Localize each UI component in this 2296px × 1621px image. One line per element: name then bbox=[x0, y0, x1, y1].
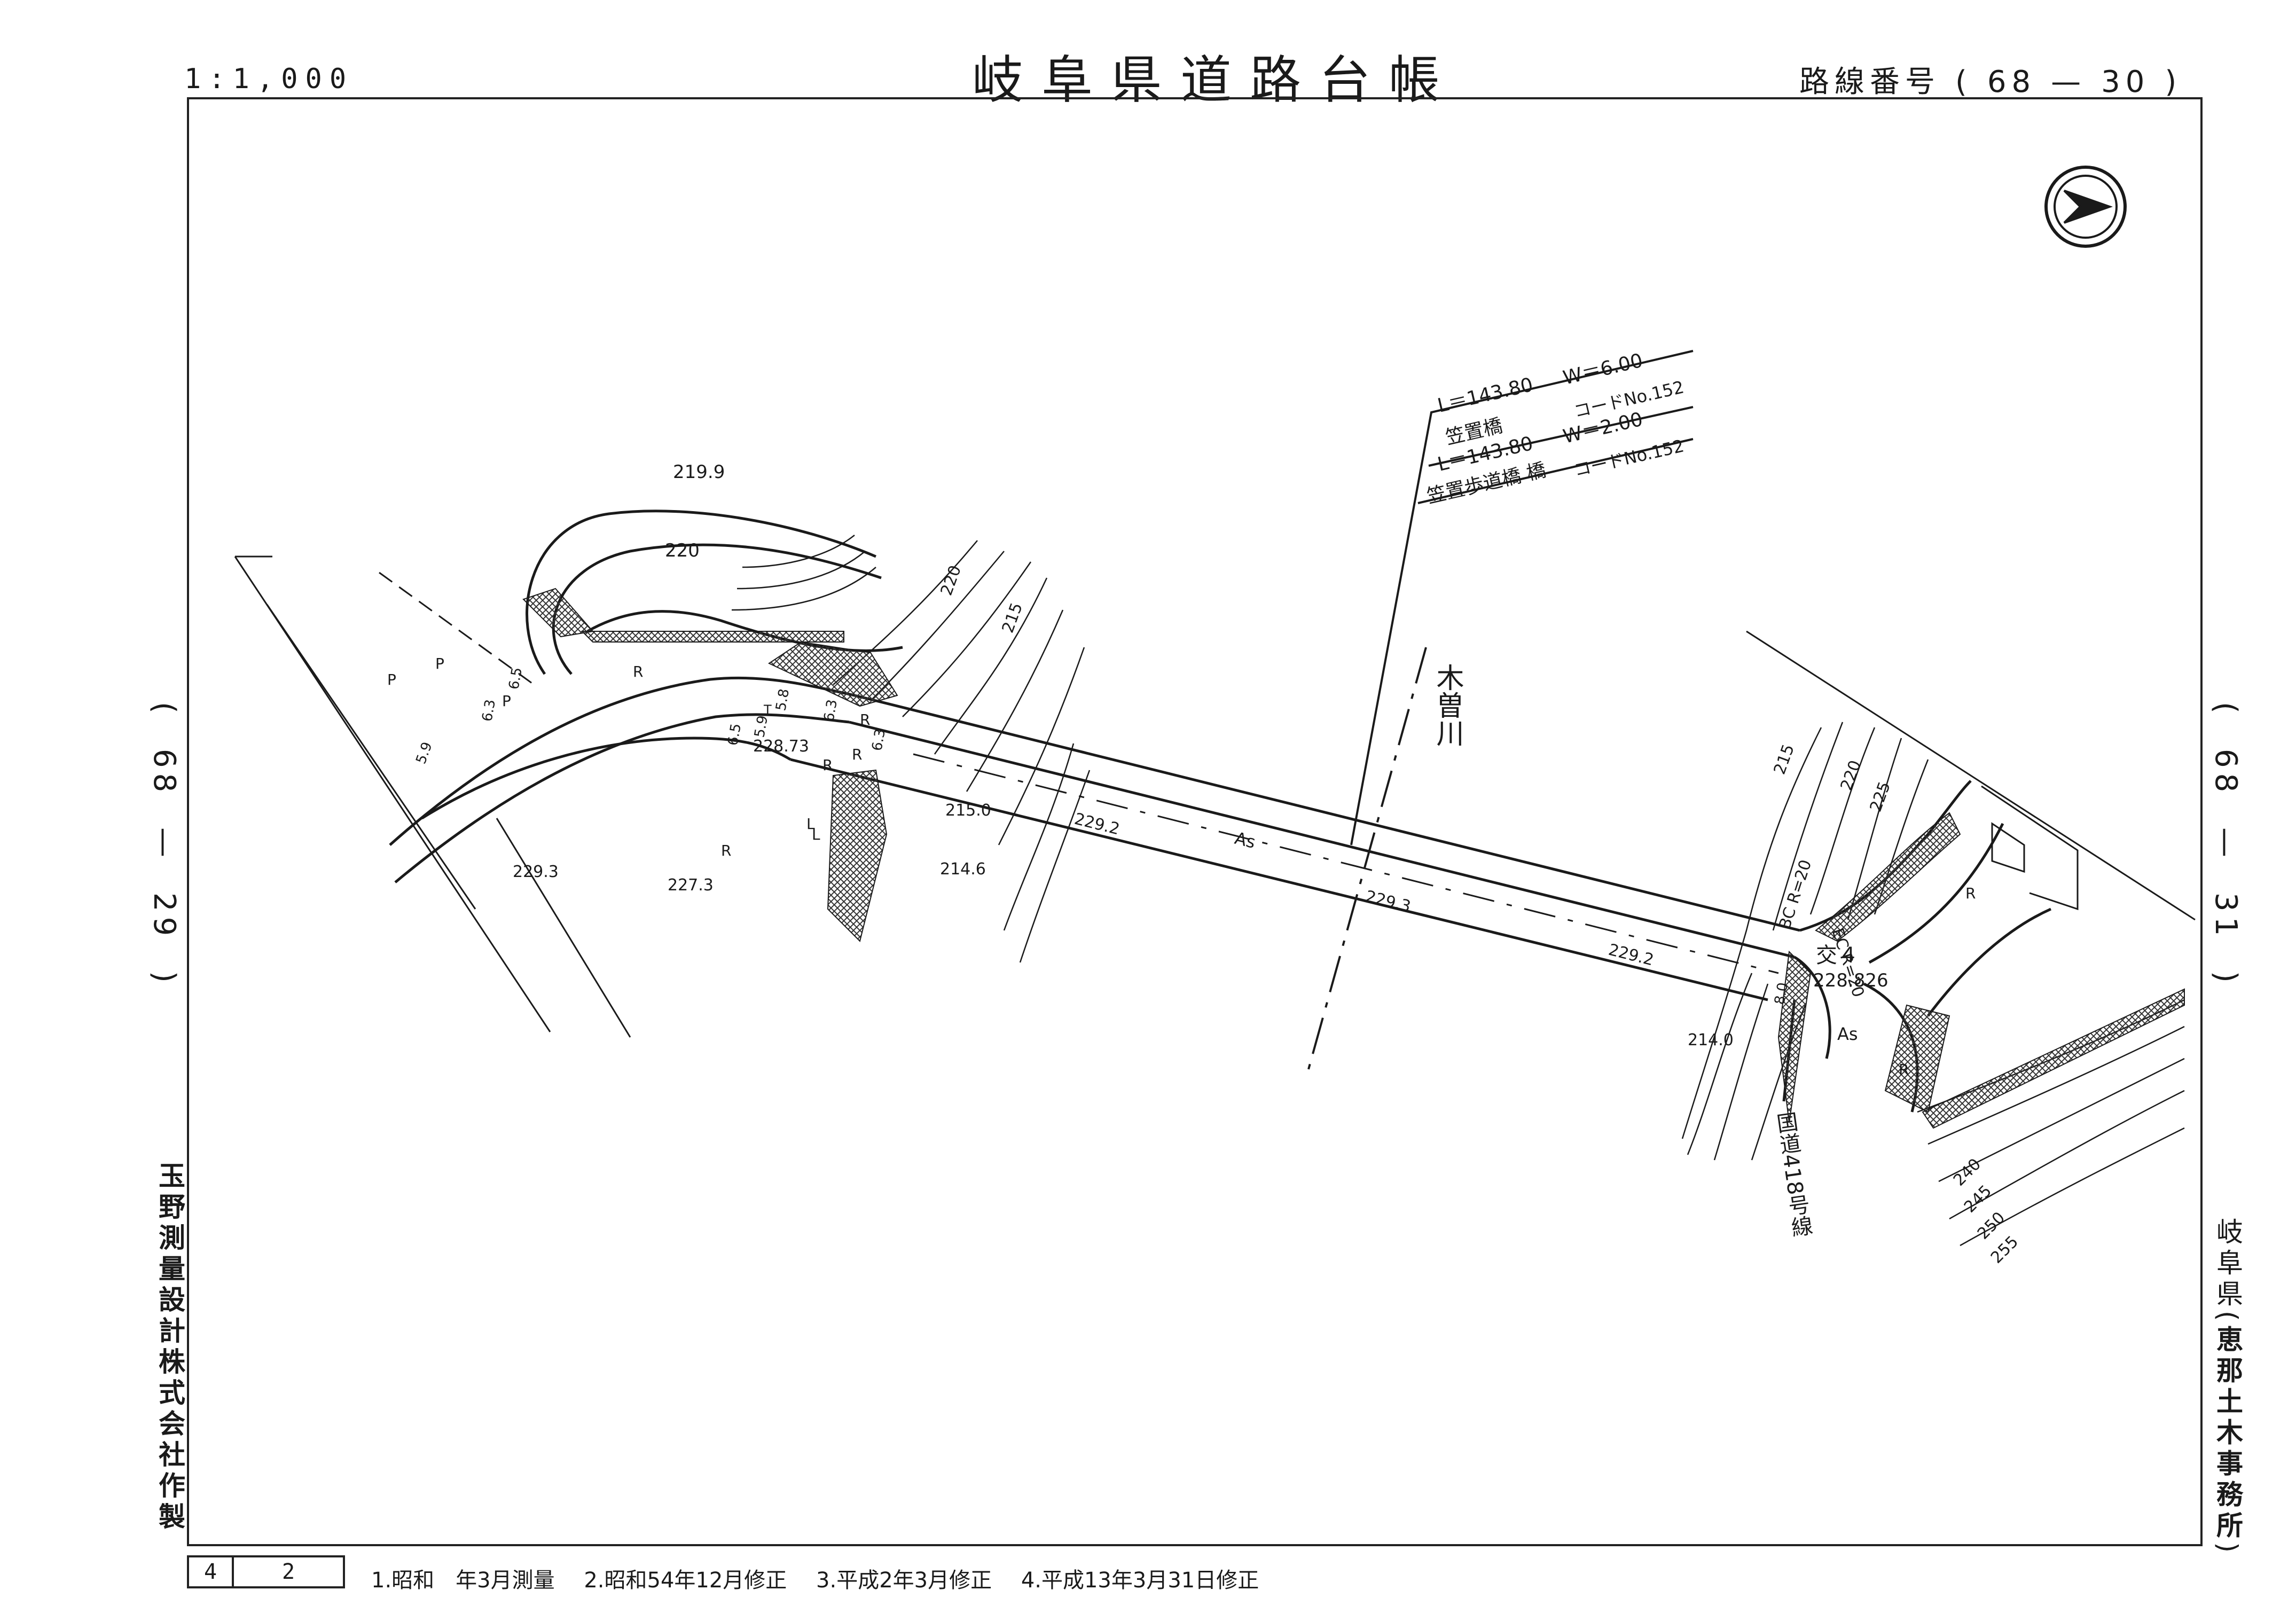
route-open: ( bbox=[1955, 65, 1972, 99]
width-6: 8.0 bbox=[1772, 981, 1791, 1006]
road-mark-4: R bbox=[860, 711, 870, 729]
road-mark-3: R bbox=[633, 663, 643, 680]
road-mark-8: L bbox=[806, 815, 815, 833]
sheet-number: 4 bbox=[189, 1557, 234, 1586]
adj-left-major: 68 bbox=[147, 748, 182, 797]
road-map: L＝143.80 W＝6.00 笠置橋 コードNo.152 L＝143.80 W… bbox=[234, 166, 2196, 1267]
road-mark-11: R bbox=[1899, 1061, 1909, 1078]
left-roads bbox=[389, 510, 903, 883]
intersection-elevation: 228.826 bbox=[1813, 970, 1888, 991]
adj-right-open: ( bbox=[2208, 702, 2243, 719]
revision-history: 1.昭和 年3月測量 2.昭和54年12月修正 3.平成2年3月修正 4.平成1… bbox=[371, 1563, 1281, 1594]
contour-right-1: 220 bbox=[1837, 758, 1865, 793]
curve-bc: BC R=20 bbox=[1775, 858, 1815, 932]
road-mark-7: R bbox=[721, 842, 731, 859]
road-mark-1: P bbox=[435, 655, 444, 672]
road-mark-5: R bbox=[852, 746, 862, 763]
sheet-sub-number: 2 bbox=[281, 1560, 295, 1584]
right-boundaries bbox=[1746, 630, 2196, 921]
elev-3: 215.0 bbox=[945, 801, 991, 820]
width-8: 6.5 bbox=[506, 666, 526, 691]
maker-credit: 玉野測量設計株式会社作製 bbox=[154, 1162, 185, 1533]
width-4: 6.5 bbox=[725, 722, 745, 747]
surface-intersection: As bbox=[1837, 1024, 1858, 1044]
surface-bridge: As bbox=[1233, 828, 1258, 852]
elev-10: 214.0 bbox=[1688, 1031, 1734, 1050]
bridge1-length: L＝143.80 bbox=[1436, 374, 1535, 417]
contour-left-1: 215 bbox=[999, 600, 1026, 636]
road-mark-0: P bbox=[387, 671, 396, 688]
adj-right-major: 68 bbox=[2208, 748, 2243, 797]
road-mark-6: R bbox=[822, 756, 833, 774]
elev-2: 228.73 bbox=[753, 737, 809, 756]
office-close: ) bbox=[2212, 1542, 2243, 1557]
contour-right-0: 215 bbox=[1770, 742, 1798, 777]
revision-2: 2.昭和54年12月修正 bbox=[584, 1568, 787, 1593]
route-number: 路線番号 (68 — 30) bbox=[1792, 58, 2189, 101]
route-close: ) bbox=[2165, 65, 2182, 99]
width-7: 6.3 bbox=[479, 698, 499, 723]
right-embankments bbox=[1777, 812, 2185, 1129]
bridge-deck bbox=[790, 694, 1800, 1001]
bridge-leader bbox=[1350, 350, 1694, 845]
road-mark-10: R bbox=[1965, 884, 1976, 902]
river-centerline bbox=[1307, 647, 1427, 1070]
width-0: 5.9 bbox=[413, 740, 435, 766]
route-dash: — bbox=[2051, 65, 2087, 99]
adj-right-minor: 31 bbox=[2208, 892, 2243, 941]
revision-4: 4.平成13年3月31日修正 bbox=[1021, 1568, 1259, 1593]
elev-0: 219.9 bbox=[673, 461, 725, 483]
road-mark-2: P bbox=[502, 692, 511, 710]
right-contours bbox=[1681, 722, 2185, 1247]
width-3: 6.3 bbox=[869, 727, 889, 752]
left-embankments bbox=[522, 588, 898, 942]
contour-left-0: 220 bbox=[937, 563, 965, 598]
elev-8: 229.3 bbox=[1364, 887, 1413, 917]
map-scale: 1:1,000 bbox=[184, 63, 354, 95]
left-boundaries bbox=[234, 555, 631, 1038]
road-mark-9: L bbox=[812, 826, 820, 843]
route-number-label: 路線番号 bbox=[1799, 65, 1940, 99]
office-credit: 岐阜県(恵那土木事務所) bbox=[2208, 1218, 2247, 1557]
adj-left-dash: — bbox=[147, 827, 182, 863]
revision-1: 1.昭和 年3月測量 bbox=[371, 1568, 555, 1593]
page-title: 岐阜県道路台帳 bbox=[972, 50, 1458, 110]
adj-right-dash: — bbox=[2208, 827, 2243, 863]
map-frame bbox=[187, 97, 2203, 1546]
office-open: ( bbox=[2212, 1311, 2243, 1326]
sheet-number-box: 4 2 bbox=[187, 1555, 345, 1588]
width-1: 5.8 bbox=[773, 687, 793, 712]
route-major: 68 bbox=[1987, 65, 2036, 99]
hydrant-mark: T bbox=[763, 702, 772, 717]
adj-left-open: ( bbox=[147, 702, 182, 719]
width-2: 6.3 bbox=[821, 698, 841, 723]
adjacent-sheet-left: ( 68 — 29 ) bbox=[147, 694, 182, 996]
elev-6: 229.3 bbox=[513, 863, 559, 881]
crossing-road-name: 国道418号線 bbox=[1772, 1110, 1813, 1239]
route-minor: 30 bbox=[2101, 65, 2150, 99]
bridge1-width: W＝6.00 bbox=[1561, 350, 1645, 389]
north-arrow-icon bbox=[2044, 166, 2127, 248]
adj-right-close: ) bbox=[2208, 970, 2243, 988]
adj-left-close: ) bbox=[147, 970, 182, 988]
intersection-label: 交４ bbox=[1816, 943, 1859, 968]
office-prefecture: 岐阜県 bbox=[2212, 1218, 2243, 1311]
elev-5: 214.6 bbox=[940, 860, 986, 879]
elev-1: 220 bbox=[665, 540, 700, 561]
revision-3: 3.平成2年3月修正 bbox=[816, 1568, 992, 1593]
office-name: 恵那土木事務所 bbox=[2212, 1325, 2243, 1542]
contour-right-2: 225 bbox=[1867, 779, 1894, 815]
width-5: 5.9 bbox=[751, 714, 771, 739]
adjacent-sheet-right: ( 68 — 31 ) bbox=[2208, 694, 2243, 996]
adj-left-minor: 29 bbox=[147, 892, 182, 941]
river-name: 木曽川 bbox=[1431, 663, 1463, 747]
elev-7: 227.3 bbox=[668, 876, 714, 895]
